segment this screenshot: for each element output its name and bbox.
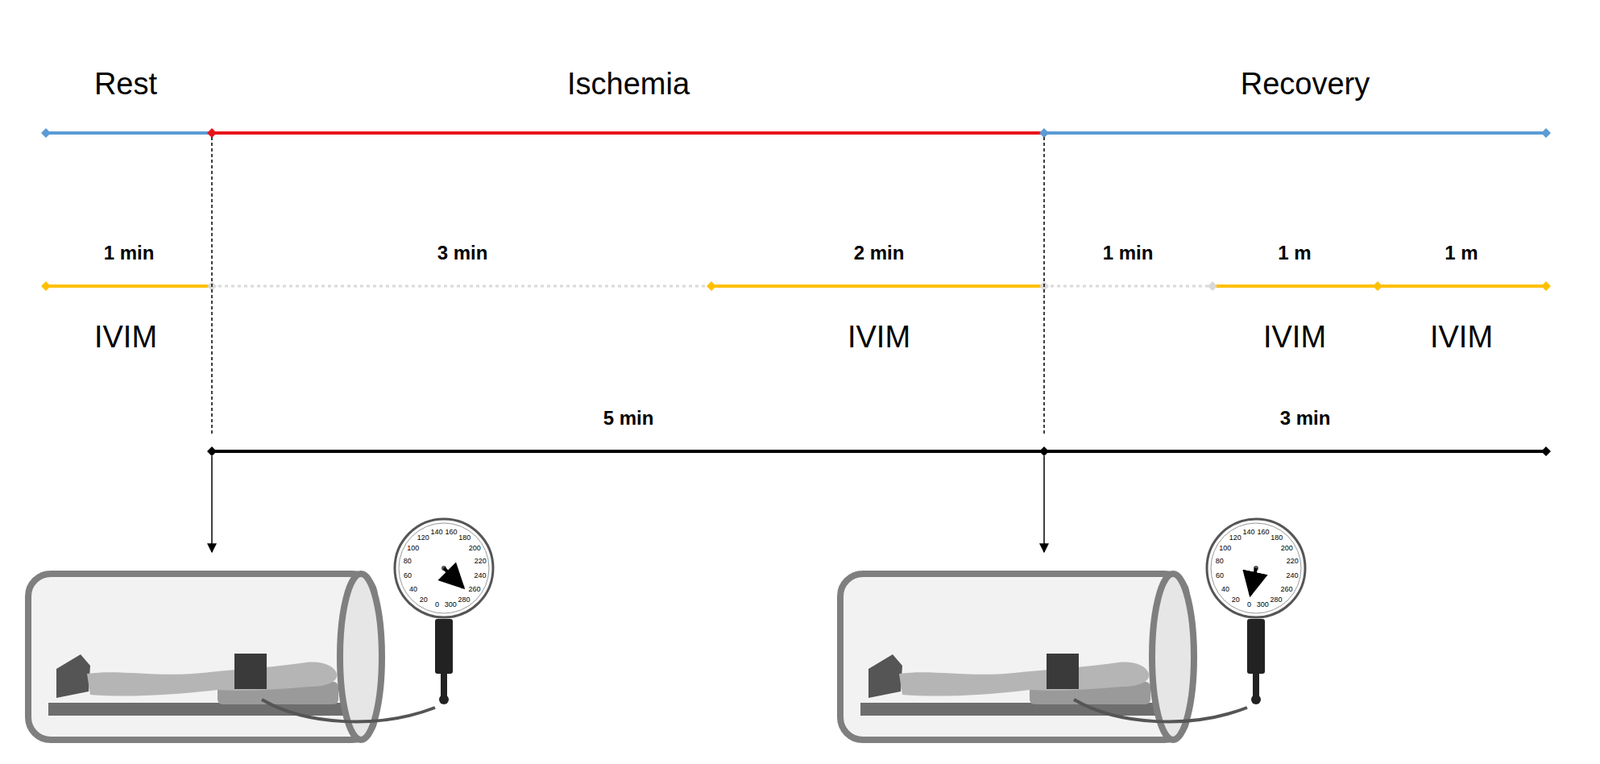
duration-label: 1 m <box>1444 243 1478 263</box>
duration-label: 1 m <box>1277 243 1311 263</box>
gauge-number: 40 <box>1221 584 1230 593</box>
gauge-number: 20 <box>1231 595 1240 603</box>
gauge-number: 160 <box>444 527 457 535</box>
duration-label: 2 min <box>853 243 905 263</box>
scan-label: IVIM <box>847 321 911 353</box>
gauge-number: 0 <box>435 601 440 609</box>
gauge-number: 260 <box>468 584 481 593</box>
gauge-number: 200 <box>468 543 481 552</box>
gauge-number: 280 <box>1270 595 1283 603</box>
gauge-number: 60 <box>1215 572 1224 580</box>
gauge-number: 120 <box>417 533 430 541</box>
scan-label: IVIM <box>1263 321 1327 353</box>
gauge-number: 220 <box>474 557 487 565</box>
gauge-number: 260 <box>1280 584 1293 593</box>
gauge-number: 300 <box>444 601 457 609</box>
duration-label: 1 min <box>1102 243 1154 263</box>
scan-label: IVIM <box>94 321 158 353</box>
scan-label: IVIM <box>1430 321 1493 353</box>
gauge-number: 280 <box>458 595 471 603</box>
gauge-number: 0 <box>1247 601 1252 609</box>
duration-label: 3 min <box>1280 408 1331 428</box>
gauge-number: 180 <box>1270 533 1283 541</box>
duration-label: 3 min <box>437 243 489 263</box>
gauge-number: 20 <box>419 595 428 603</box>
gauge-number: 200 <box>1280 543 1294 552</box>
gauge-number: 100 <box>1218 543 1232 552</box>
gauge-number: 120 <box>1229 533 1242 541</box>
gauge-number: 140 <box>430 527 443 535</box>
gauge-number: 240 <box>1286 572 1299 580</box>
duration-label: 5 min <box>603 408 655 428</box>
gauge-number: 140 <box>1242 527 1255 535</box>
gauge-number: 80 <box>403 557 412 565</box>
phase-label: Ischemia <box>567 68 690 100</box>
gauge-number: 220 <box>1286 557 1299 565</box>
gauge-number: 100 <box>406 543 419 552</box>
phase-label: Rest <box>94 68 158 100</box>
gauge-number: 240 <box>474 572 487 580</box>
duration-label: 1 min <box>103 243 155 263</box>
gauge-number: 80 <box>1215 557 1224 565</box>
gauge-number: 160 <box>1256 527 1269 535</box>
gauge-number: 60 <box>403 572 412 580</box>
phase-label: Recovery <box>1240 68 1371 100</box>
gauge-number: 40 <box>409 584 418 593</box>
gauge-number: 300 <box>1256 601 1269 609</box>
gauge-number: 180 <box>458 533 471 541</box>
